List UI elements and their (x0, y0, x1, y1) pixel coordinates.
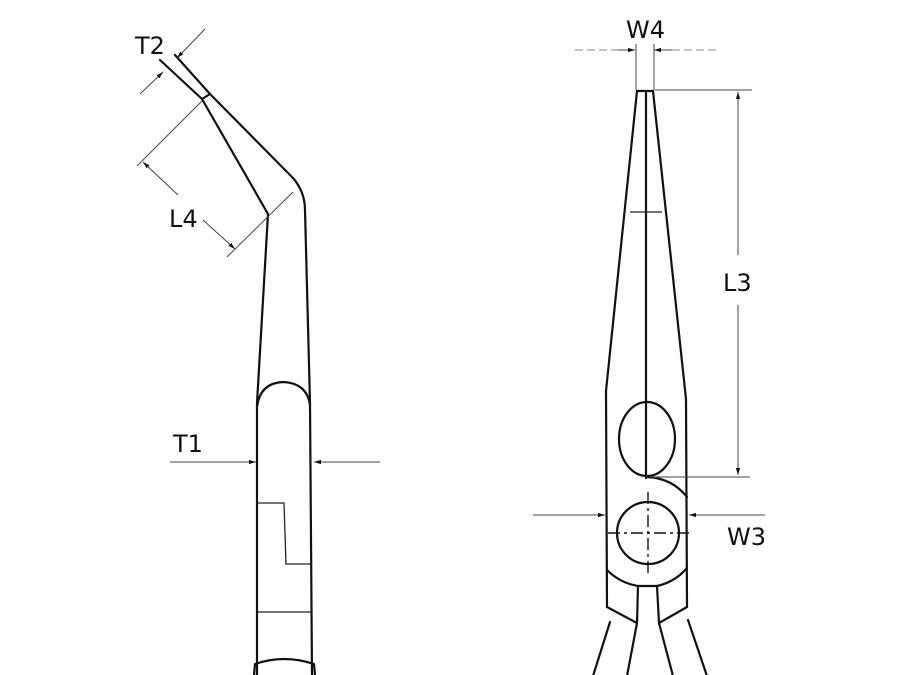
dimension-l4: L4 (136, 100, 294, 258)
top-view-left-outline (604, 89, 639, 609)
top-view-right-outline (651, 89, 689, 609)
top-view-cutter-curve (645, 475, 689, 499)
top-view-right-handle (655, 584, 708, 675)
top-view-left-handle (592, 584, 640, 675)
side-view-lower-outline (158, 58, 270, 675)
side-view-joint-step (258, 502, 312, 565)
label-t1: T1 (172, 430, 203, 458)
label-w3: W3 (727, 523, 766, 551)
dimension-w4: W4 (575, 16, 720, 90)
dimension-w3: W3 (533, 512, 766, 551)
dimension-t2: T2 (134, 28, 206, 95)
dimension-l3: L3 (650, 89, 752, 478)
side-view-pliers (158, 53, 317, 675)
side-view-upper-outline (173, 53, 314, 675)
side-view-tip-edge (200, 92, 212, 101)
label-t2: T2 (134, 32, 165, 60)
label-w4: W4 (626, 16, 665, 44)
dimension-t1: T1 (170, 430, 380, 465)
label-l4: L4 (169, 205, 198, 233)
top-view-pliers (592, 89, 708, 675)
label-l3: L3 (723, 269, 752, 297)
top-view-lower-curve (605, 566, 689, 588)
side-view-body-arc (255, 380, 312, 409)
side-view-handle-cap (252, 657, 317, 675)
